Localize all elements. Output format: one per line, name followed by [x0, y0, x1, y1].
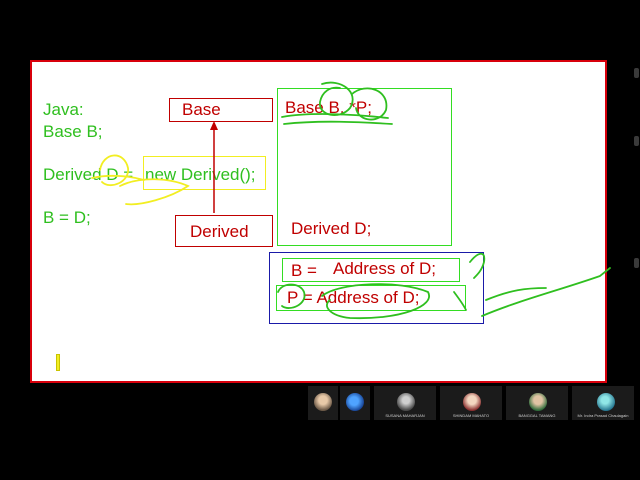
uml-derived-class: Derived — [175, 215, 273, 247]
edge-control-top[interactable] — [634, 68, 639, 78]
person-photo-icon — [529, 393, 547, 411]
p-assignment-label: P = Address of D; — [287, 288, 420, 307]
person-photo-icon — [463, 393, 481, 411]
participant-name-5: BANGGAL TAMANG — [518, 413, 556, 418]
pointer-assignment-box: B = Address of D; P = Address of D; — [269, 252, 484, 324]
participant-name-4: SHINDAM MAHATO — [452, 413, 490, 418]
base-declaration: Base B; — [43, 122, 103, 141]
b-assignment-value: Address of D; — [333, 259, 436, 278]
memory-base-line: Base B, *P; — [285, 98, 372, 117]
memory-object-box: Base B, *P; Derived D; — [277, 88, 452, 246]
new-derived-highlight — [143, 156, 266, 190]
participant-name-6: Mr. Indra Prasad Chaulagain — [577, 413, 629, 418]
person-photo-icon — [314, 393, 332, 411]
globe-logo-icon — [597, 393, 615, 411]
participant-name-3: SUSANA MAHARJAN — [385, 413, 425, 418]
java-label: Java: — [43, 100, 84, 119]
edge-control-bottom[interactable] — [634, 258, 639, 268]
edge-control-middle[interactable] — [634, 136, 639, 146]
new-derived-expression: new Derived(); — [145, 165, 256, 184]
assignment-statement: B = D; — [43, 208, 91, 227]
memory-derived-line: Derived D; — [291, 219, 372, 238]
text-cursor — [56, 354, 60, 371]
uml-base-label: Base — [182, 100, 221, 119]
p-assignment-box: P = Address of D; — [276, 285, 466, 311]
derived-declaration-lhs: Derived D = — [43, 165, 134, 184]
b-assignment-box: B = Address of D; — [282, 258, 460, 282]
person-photo-icon — [397, 393, 415, 411]
uml-base-class: Base — [169, 98, 273, 122]
globe-logo-icon — [346, 393, 364, 411]
b-assignment-label: B = — [291, 261, 317, 280]
uml-derived-label: Derived — [190, 222, 249, 241]
presentation-slide: Java: Base B; Derived D = new Derived();… — [30, 60, 607, 383]
